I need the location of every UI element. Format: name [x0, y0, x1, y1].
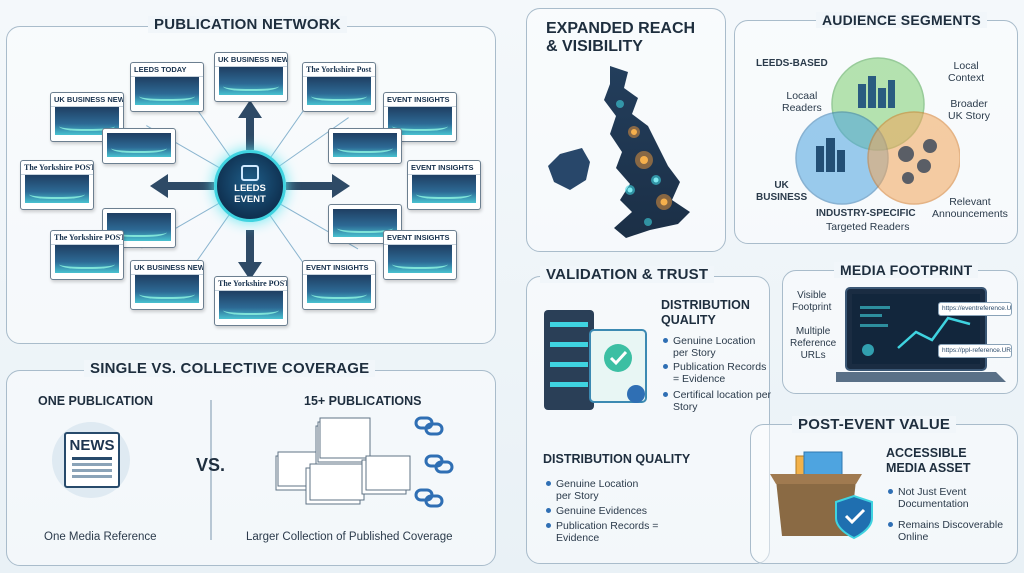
visible-footprint-label: Visible Footprint — [792, 290, 832, 313]
url-chip-2: https://ppl-reference.URLs — [938, 344, 1012, 358]
validation-bullet: Certifical location per Story — [663, 389, 773, 413]
label-broader: Broader UK Story — [948, 98, 991, 122]
paper-thumbnail: The Yorkshire POST — [20, 160, 94, 210]
paper-thumbnail: The Yorkshire POST — [50, 230, 124, 280]
expanded-reach-title-2: & VISIBILITY — [546, 38, 643, 55]
dq2-title: DISTRIBUTION QUALITY — [543, 452, 691, 466]
one-publication-label: ONE PUBLICATION — [38, 394, 154, 408]
leeds-event-hub: LEEDS EVENT — [214, 150, 286, 222]
paper-thumbnail: UK BUSINESS NEWS — [214, 52, 288, 102]
dq-title-1: DISTRIBUTION — [661, 298, 750, 312]
multiple-urls-label: Multiple Reference URLs — [790, 326, 837, 361]
one-caption: One Media Reference — [44, 531, 157, 543]
label-targeted: Targeted Readers — [826, 221, 910, 233]
calendar-icon — [241, 165, 259, 181]
server-certificate-icon — [544, 310, 647, 410]
divider — [210, 400, 212, 540]
validation-bullet-2: Genuine Evidences — [546, 505, 676, 517]
label-relevant: Relevant Announcements — [932, 196, 1008, 220]
media-footprint-title: MEDIA FOOTPRINT — [834, 262, 979, 278]
paper-stack-icon — [275, 416, 454, 508]
paper-thumbnail: EVENT INSIGHTS — [302, 260, 376, 310]
asset-title-2: MEDIA ASSET — [886, 461, 971, 475]
validation-bullet-2: Publication Records = Evidence — [546, 520, 686, 544]
validation-title: VALIDATION & TRUST — [540, 266, 715, 283]
validation-bullet-2: Genuine Location per Story — [546, 478, 656, 502]
paper-thumbnail — [328, 204, 402, 244]
paper-thumbnail — [328, 128, 402, 164]
paper-thumbnail: The Yorkshire Post — [302, 62, 376, 112]
label-industry: INDUSTRY-SPECIFIC — [816, 208, 916, 219]
news-label: NEWS — [69, 437, 115, 454]
label-leeds-based: LEEDS-BASED — [756, 58, 828, 69]
paper-thumbnail: LEEDS TODAY — [130, 62, 204, 112]
paper-thumbnail: The Yorkshire POST — [214, 276, 288, 326]
paper-thumbnail: EVENT INSIGHTS — [383, 230, 457, 280]
publication-network-title: PUBLICATION NETWORK — [148, 16, 347, 33]
laptop-icon — [836, 287, 1006, 382]
dq-title-2: QUALITY — [661, 313, 716, 327]
uk-map-icon — [548, 66, 690, 238]
venn-diagram-icon — [795, 57, 960, 205]
archive-box-icon — [770, 451, 873, 540]
audience-segments-title: AUDIENCE SEGMENTS — [816, 12, 987, 28]
hub-label: LEEDS EVENT — [234, 183, 266, 205]
arrows-icon — [150, 100, 350, 280]
asset-title-1: ACCESSIBLE — [886, 446, 967, 460]
many-publications-label: 15+ PUBLICATIONS — [304, 394, 422, 408]
label-local-readers: Locaal Readers — [782, 90, 822, 114]
validation-bullet: Publication Records = Evidence — [663, 361, 773, 385]
vs-label: VS. — [196, 455, 226, 475]
expanded-reach-title-1: EXPANDED REACH — [546, 20, 696, 37]
label-uk-business: UK BUSINESS — [756, 180, 808, 203]
paper-thumbnail: UK BUSINESS NEWS — [130, 260, 204, 310]
post-event-bullet: Not Just Event Documentation — [888, 486, 1008, 510]
many-caption: Larger Collection of Published Coverage — [246, 531, 453, 543]
paper-thumbnail — [102, 128, 176, 164]
label-local-context: Local Context — [948, 60, 985, 84]
paper-thumbnail: EVENT INSIGHTS — [407, 160, 481, 210]
news-icon: NEWS — [52, 422, 130, 498]
validation-bullet: Genuine Location per Story — [663, 335, 773, 359]
url-chip-1: https://eventreference.URL... — [938, 302, 1012, 316]
post-event-title: POST-EVENT VALUE — [792, 416, 957, 433]
post-event-bullet: Remains Discoverable Online — [888, 519, 1008, 543]
coverage-title: SINGLE VS. COLLECTIVE COVERAGE — [84, 360, 376, 377]
